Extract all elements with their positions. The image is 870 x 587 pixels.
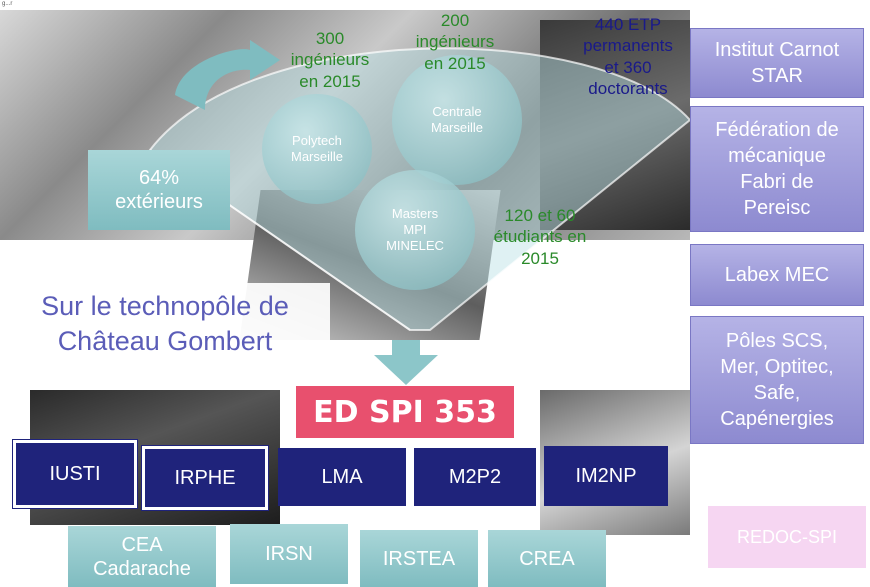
redoc-spi-box: REDOC-SPI (708, 506, 866, 568)
top-background-dark-right (540, 20, 690, 230)
lab-im2np: IM2NP (544, 446, 668, 506)
lab-iusti: IUSTI (12, 439, 138, 509)
lab-m2p2: M2P2 (414, 448, 536, 506)
lab-lma: LMA (278, 448, 406, 506)
partner-irsn: IRSN (230, 524, 348, 584)
corner-text: g...r (2, 1, 13, 7)
labex-box: Labex MEC (690, 244, 864, 306)
partner-irstea: IRSTEA (360, 530, 478, 587)
poles-box: Pôles SCS,Mer, Optitec,Safe,Capénergies (690, 316, 864, 444)
lab-irphe: IRPHE (141, 445, 269, 511)
partner-crea: CREA (488, 530, 606, 587)
ed-spi-banner: ED SPI 353 (296, 386, 514, 438)
exterieurs-box: 64%extérieurs (88, 150, 230, 230)
down-arrow-icon (374, 340, 438, 385)
curved-arrow-icon (175, 40, 280, 110)
